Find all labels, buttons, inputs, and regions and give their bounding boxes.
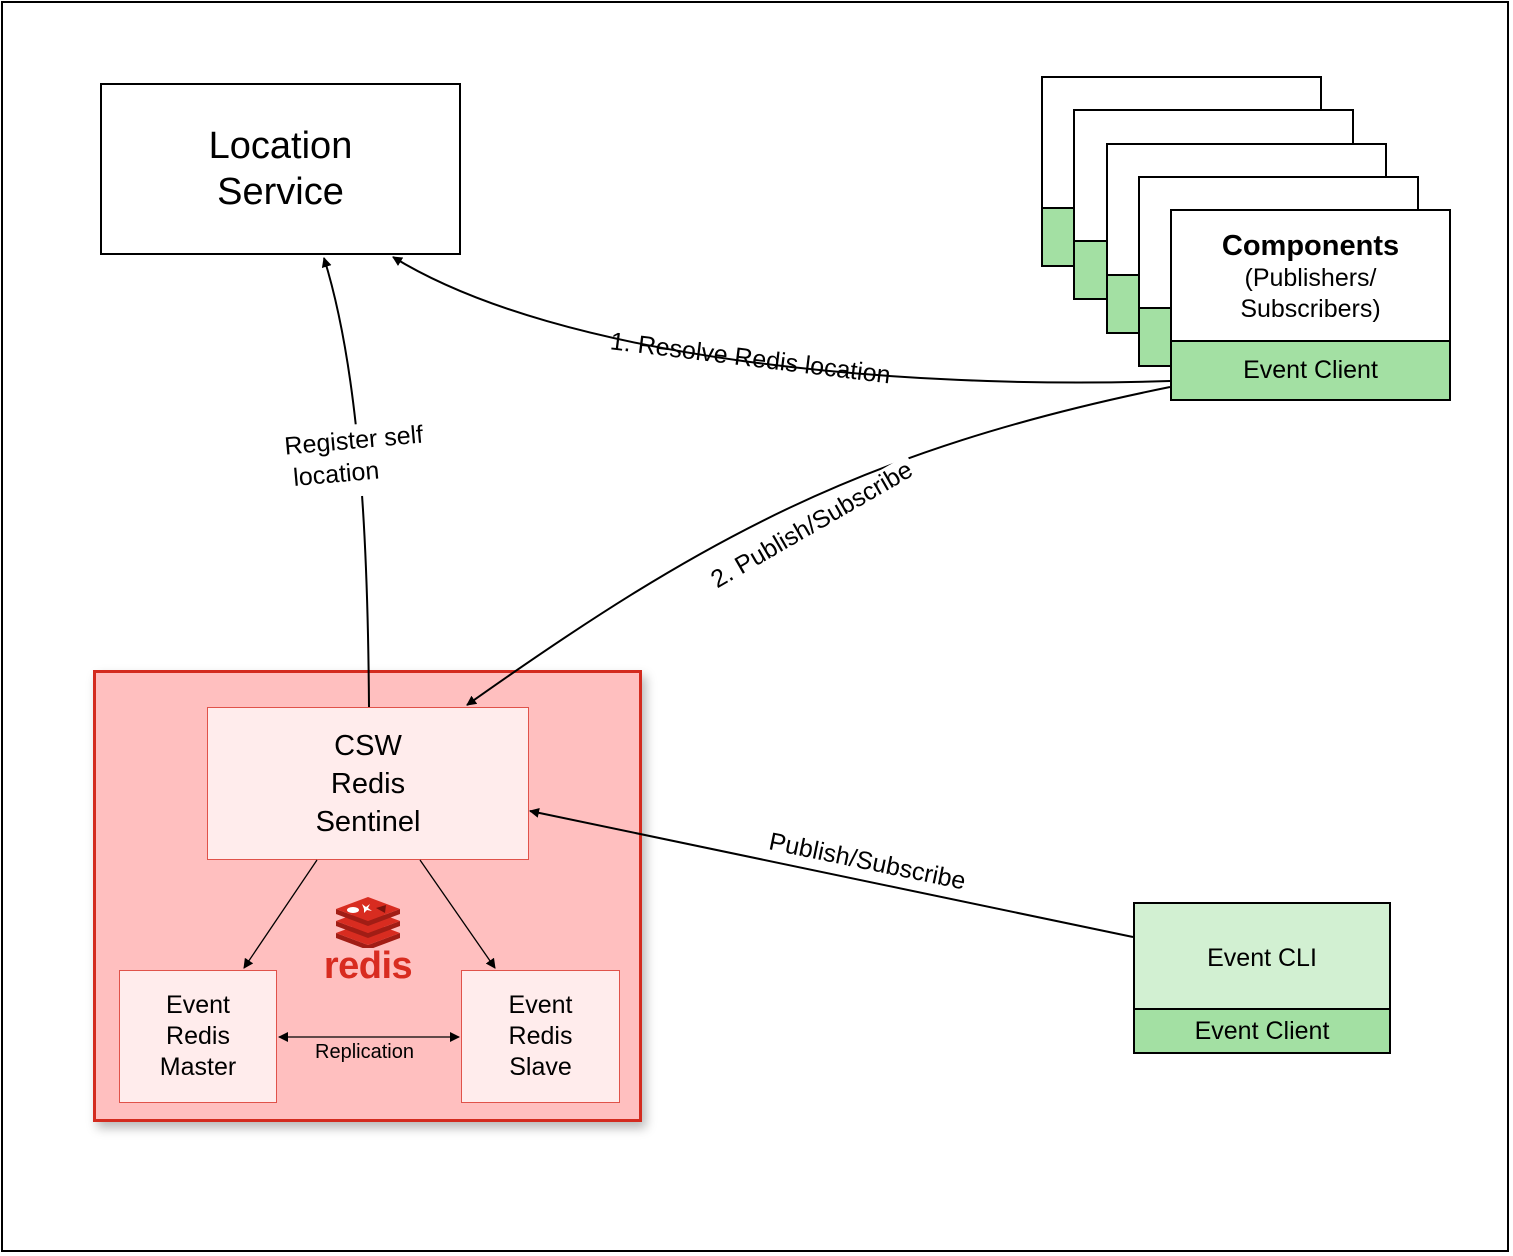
edge-label-register: Register self location [283, 417, 439, 503]
redis-sentinel-node[interactable]: CSW Redis Sentinel [207, 707, 529, 860]
slave-line3: Slave [509, 1053, 572, 1081]
sentinel-line3: Sentinel [315, 805, 421, 838]
redis-slave-node[interactable]: Event Redis Slave [461, 970, 620, 1103]
redis-logo-wordmark: redis [323, 945, 413, 987]
location-service-line2: Service [217, 171, 344, 213]
sentinel-line2: Redis [330, 767, 406, 800]
master-line2: Redis [166, 1022, 230, 1050]
master-line3: Master [159, 1053, 237, 1081]
redis-logo-icon [336, 897, 400, 948]
components-title: Components [1221, 229, 1400, 262]
event-cli-event-client-label: Event Client [1194, 1016, 1330, 1045]
redis-master-node[interactable]: Event Redis Master [119, 970, 277, 1103]
edge-publish-subscribe-components [466, 386, 1171, 706]
redis-logo: redis [318, 893, 418, 988]
event-cli-node[interactable]: Event CLI Event Client [1133, 902, 1391, 1054]
edge-sentinel-to-slave [419, 859, 496, 969]
event-cli-title: Event CLI [1207, 943, 1317, 972]
edge-publish-subscribe-cli [529, 807, 1134, 938]
location-service-node[interactable]: Location Service [100, 83, 461, 255]
edge-sentinel-to-master [243, 859, 318, 969]
components-event-client-label: Event Client [1243, 356, 1378, 384]
location-service-line1: Location [208, 125, 353, 167]
edge-resolve-redis-location [392, 256, 1171, 384]
components-subtitle-line2: Subscribers) [1240, 294, 1381, 323]
edge-label-replication: Replication [312, 1042, 417, 1062]
master-line1: Event [166, 991, 230, 1019]
components-node[interactable]: Components (Publishers/ Subscribers) Eve… [1170, 209, 1451, 401]
sentinel-line1: CSW [334, 729, 402, 762]
event-cli-event-client[interactable]: Event Client [1135, 1008, 1389, 1052]
components-event-client[interactable]: Event Client [1172, 340, 1449, 399]
slave-line2: Redis [508, 1022, 573, 1050]
components-subtitle-line1: (Publishers/ [1244, 263, 1377, 292]
slave-line1: Event [508, 991, 573, 1019]
